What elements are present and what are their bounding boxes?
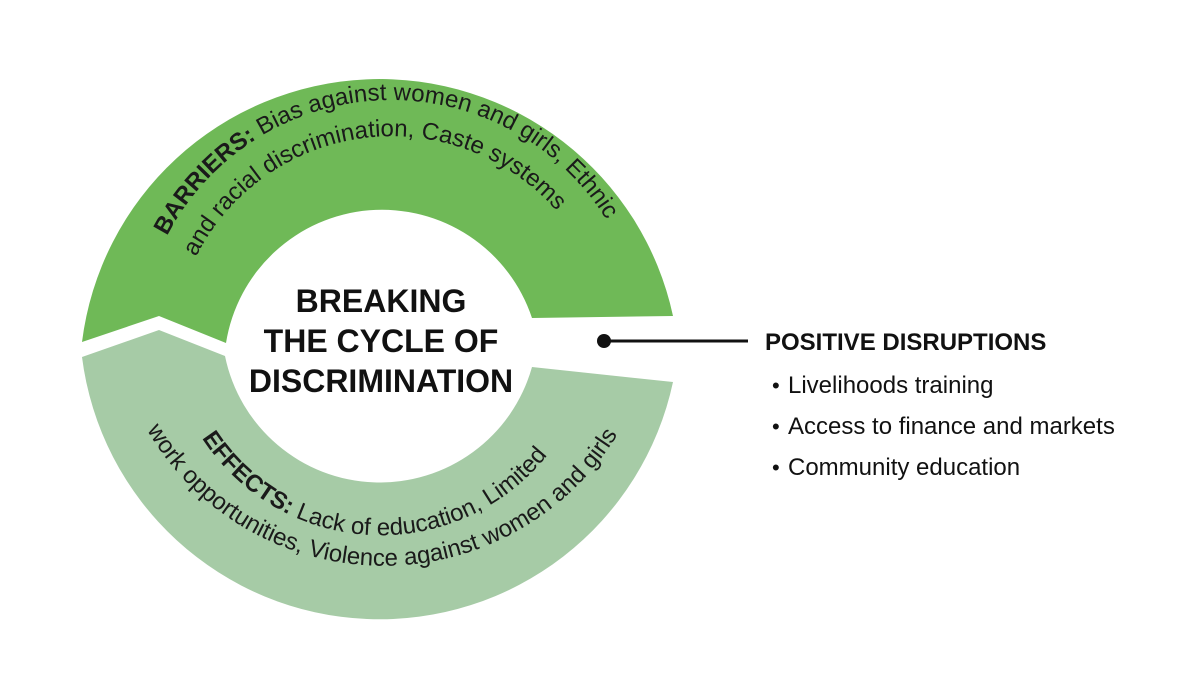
positive-disruptions-heading: POSITIVE DISRUPTIONS	[765, 329, 1046, 356]
positive-disruption-item: Community education	[788, 454, 1020, 481]
effects-segment	[82, 330, 673, 620]
barriers-segment	[82, 79, 673, 343]
bullet-marker: •	[772, 455, 780, 480]
title-line-3: DISCRIMINATION	[249, 363, 513, 399]
bullet-marker: •	[772, 414, 780, 439]
bullet-marker: •	[772, 373, 780, 398]
positive-disruption-item: Access to finance and markets	[788, 413, 1115, 440]
title-line-1: BREAKING	[296, 283, 467, 319]
positive-disruption-item: Livelihoods training	[788, 372, 993, 399]
connector	[597, 334, 748, 348]
center-title: BREAKING THE CYCLE OF DISCRIMINATION	[249, 283, 513, 399]
positive-disruptions: POSITIVE DISRUPTIONS • Livelihoods train…	[765, 329, 1115, 481]
title-line-2: THE CYCLE OF	[264, 323, 499, 359]
